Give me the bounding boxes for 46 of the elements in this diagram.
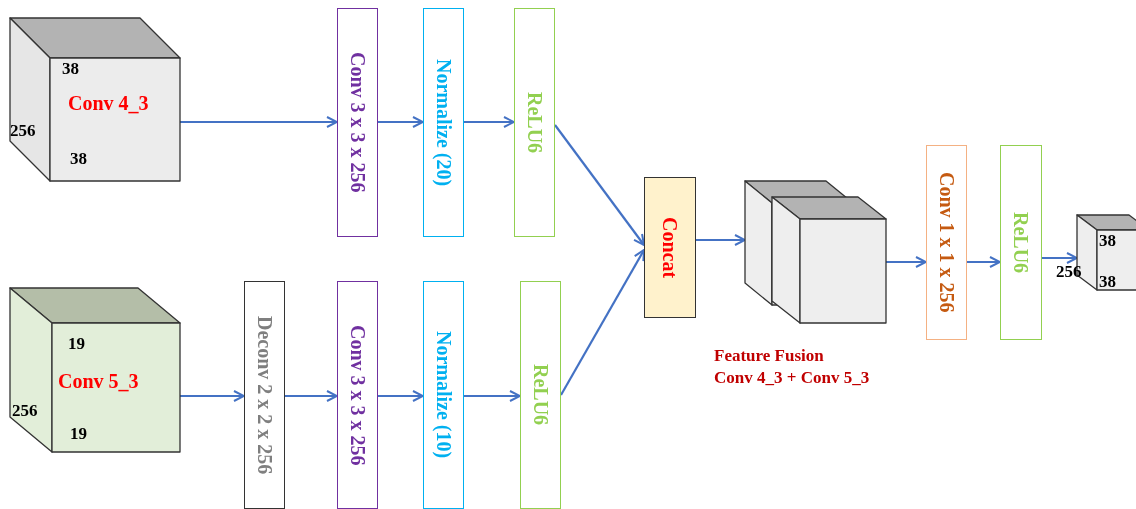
- layer-label: Deconv 2 x 2 x 256: [254, 315, 275, 475]
- dimension-label: 256: [10, 122, 36, 139]
- layer-label: Conv 1 x 1 x 256: [936, 172, 957, 313]
- arrow: [560, 249, 645, 396]
- dimension-label: 38: [1099, 273, 1116, 290]
- dimension-label: 38: [70, 150, 87, 167]
- dimension-label: 19: [68, 335, 85, 352]
- dimension-label: 256: [12, 402, 38, 419]
- layer-box: [926, 145, 967, 340]
- layer-box: [520, 281, 561, 509]
- layer-box: [244, 281, 285, 509]
- arrow: [180, 116, 338, 128]
- layer-name: Conv 5_3: [58, 371, 139, 391]
- layer-label: ReLU6: [524, 91, 545, 154]
- layer-box: [337, 281, 378, 509]
- layer-box: [1000, 145, 1042, 340]
- dimension-label: 256: [1056, 263, 1082, 280]
- arrow: [464, 116, 515, 128]
- layer-label: Normalize (10): [433, 331, 454, 459]
- arrow: [967, 256, 1001, 268]
- arrow: [886, 256, 927, 268]
- dimension-label: 38: [1099, 232, 1116, 249]
- arrow: [285, 390, 338, 402]
- layer-box: [337, 8, 378, 237]
- layer-label: ReLU6: [1011, 211, 1031, 274]
- arrow: [696, 234, 746, 246]
- layer-label: Conv 3 x 3 x 256: [347, 52, 368, 193]
- dimension-label: 19: [70, 425, 87, 442]
- dimension-label: 38: [62, 60, 79, 77]
- caption-text: Feature Fusion: [714, 345, 825, 367]
- arrow: [378, 116, 424, 128]
- caption-text: Conv 4_3 + Conv 5_3: [714, 367, 870, 389]
- layer-box: [514, 8, 555, 237]
- arrow: [378, 390, 424, 402]
- layer-box: [423, 8, 464, 237]
- arrow: [1042, 252, 1078, 264]
- layer-label: Normalize (20): [433, 58, 454, 187]
- arrow: [464, 390, 521, 402]
- arrow: [554, 124, 645, 246]
- layer-box: [423, 281, 464, 509]
- concat-box: [644, 177, 696, 318]
- layer-label: Concat: [660, 216, 680, 279]
- arrow: [180, 390, 245, 402]
- layer-name: Conv 4_3: [68, 93, 149, 113]
- layer-label: Conv 3 x 3 x 256: [347, 324, 368, 466]
- layer-label: ReLU6: [530, 364, 551, 426]
